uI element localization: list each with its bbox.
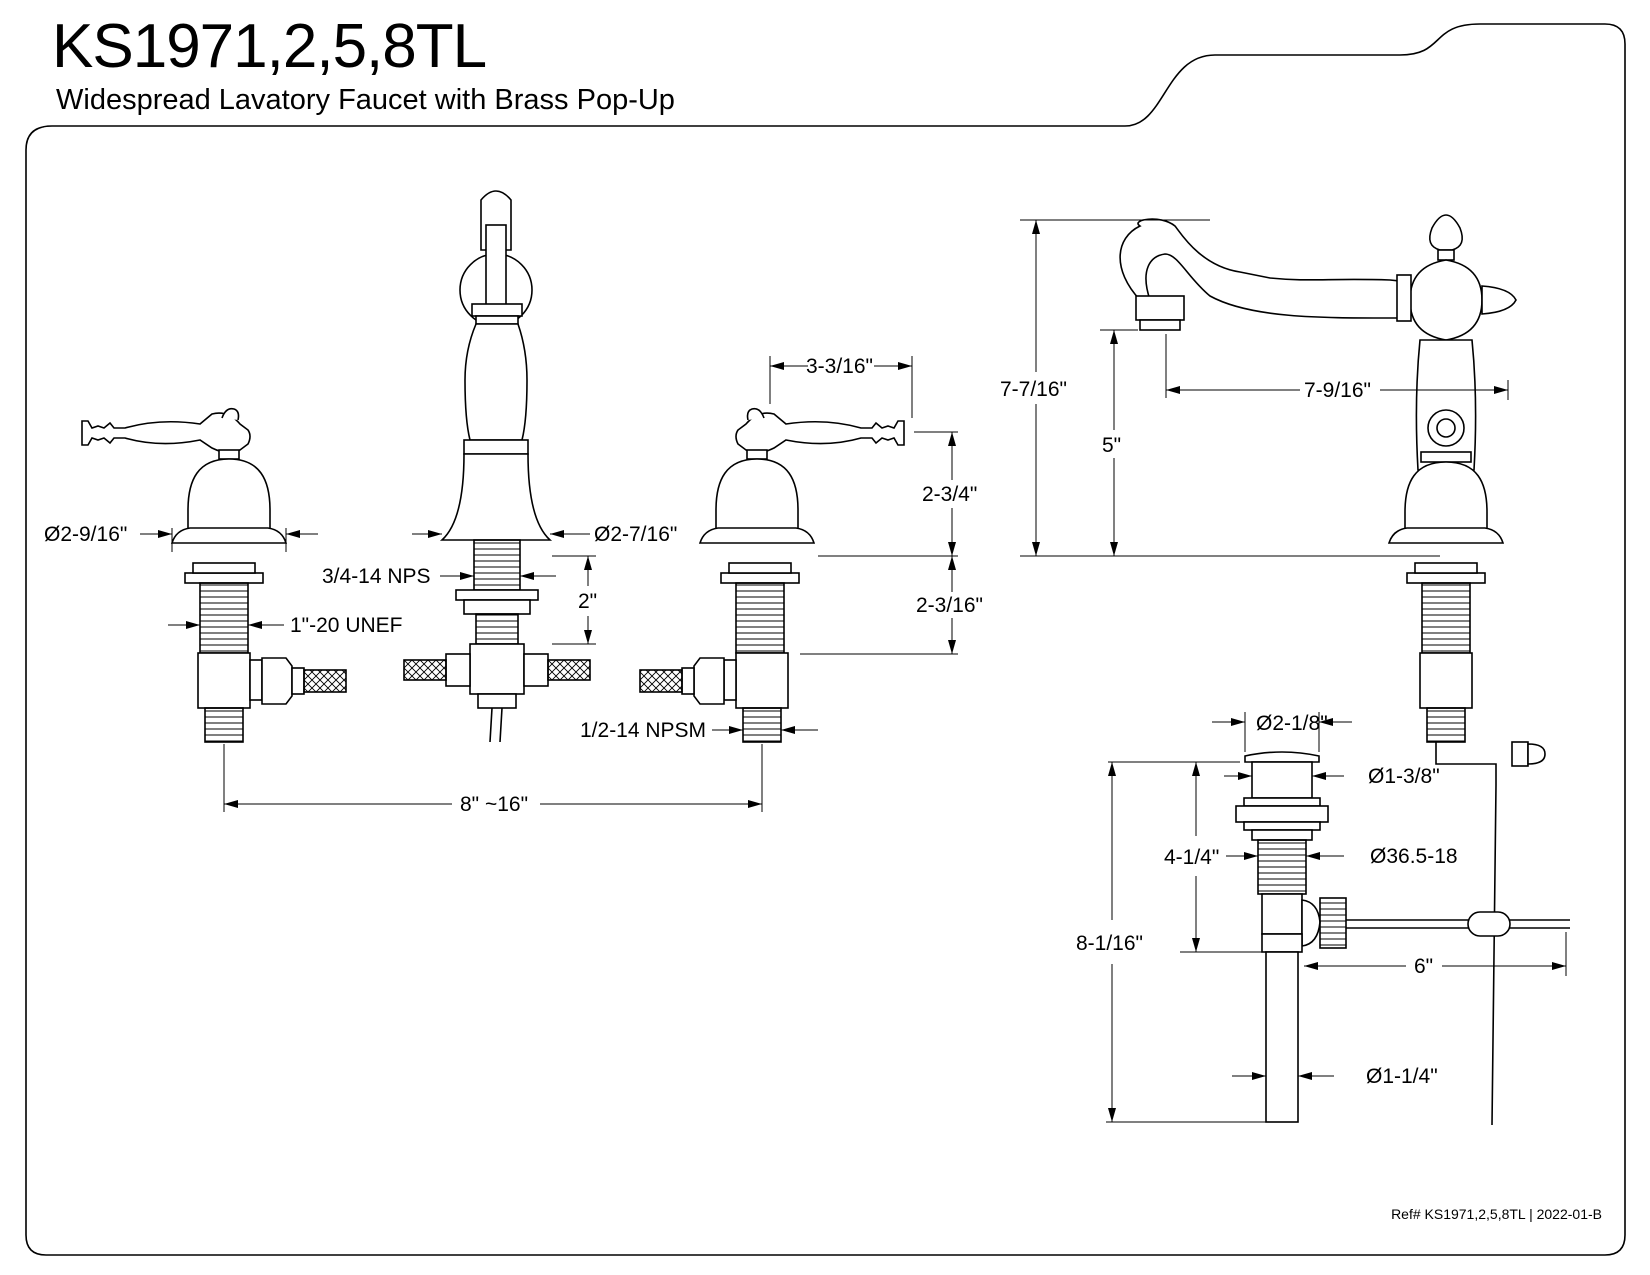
dim-drain-stopper-diameter: Ø1-3/8" <box>1368 765 1440 788</box>
dim-drain-body-thread: Ø36.5-18 <box>1370 845 1458 868</box>
popup-drain-assembly <box>1235 751 1570 1123</box>
dim-drain-total-length: 8-1/16" <box>1076 932 1143 955</box>
dim-pivot-rod-length: 6" <box>1414 955 1433 978</box>
reference-note: Ref# KS1971,2,5,8TL | 2022-01-B <box>1391 1206 1602 1222</box>
model-description: Widespread Lavatory Faucet with Brass Po… <box>56 84 675 116</box>
right-handle-valve <box>639 407 905 743</box>
dim-handle-height: 2-3/4" <box>922 483 977 506</box>
dim-spout-shank-thread: 3/4-14 NPS <box>322 565 431 588</box>
dim-spout-reach: 7-9/16" <box>1304 379 1371 402</box>
dim-spout-base-diameter: Ø2-7/16" <box>594 523 677 546</box>
dim-shank-length: 2" <box>578 590 597 613</box>
dim-handle-base-diameter: Ø2-9/16" <box>44 523 127 546</box>
model-title: KS1971,2,5,8TL <box>52 12 487 81</box>
drawing-frame <box>25 23 1626 1256</box>
dimension-lines <box>140 219 1567 1123</box>
dim-handle-shank-height: 2-3/16" <box>916 594 983 617</box>
dim-overall-height: 7-7/16" <box>1000 378 1067 401</box>
dim-valve-outlet-thread: 1/2-14 NPSM <box>580 719 706 742</box>
dim-spout-height: 5" <box>1102 434 1121 457</box>
dim-handle-shank-thread: 1"-20 UNEF <box>290 614 403 637</box>
dim-handle-length: 3-3/16" <box>806 355 873 378</box>
dim-tailpiece-diameter: Ø1-1/4" <box>1366 1065 1438 1088</box>
dimension-labels: Ø2-9/16" Ø2-7/16" 3/4-14 NPS 1"-20 UNEF … <box>44 355 1458 1088</box>
spout-front-view <box>403 190 591 743</box>
dim-spread: 8" ~16" <box>460 793 528 816</box>
dim-drain-flange-diameter: Ø2-1/8" <box>1256 712 1328 735</box>
left-handle-valve <box>81 407 347 743</box>
dim-drain-body-length: 4-1/4" <box>1164 846 1219 869</box>
spout-side-view <box>1119 214 1546 1126</box>
